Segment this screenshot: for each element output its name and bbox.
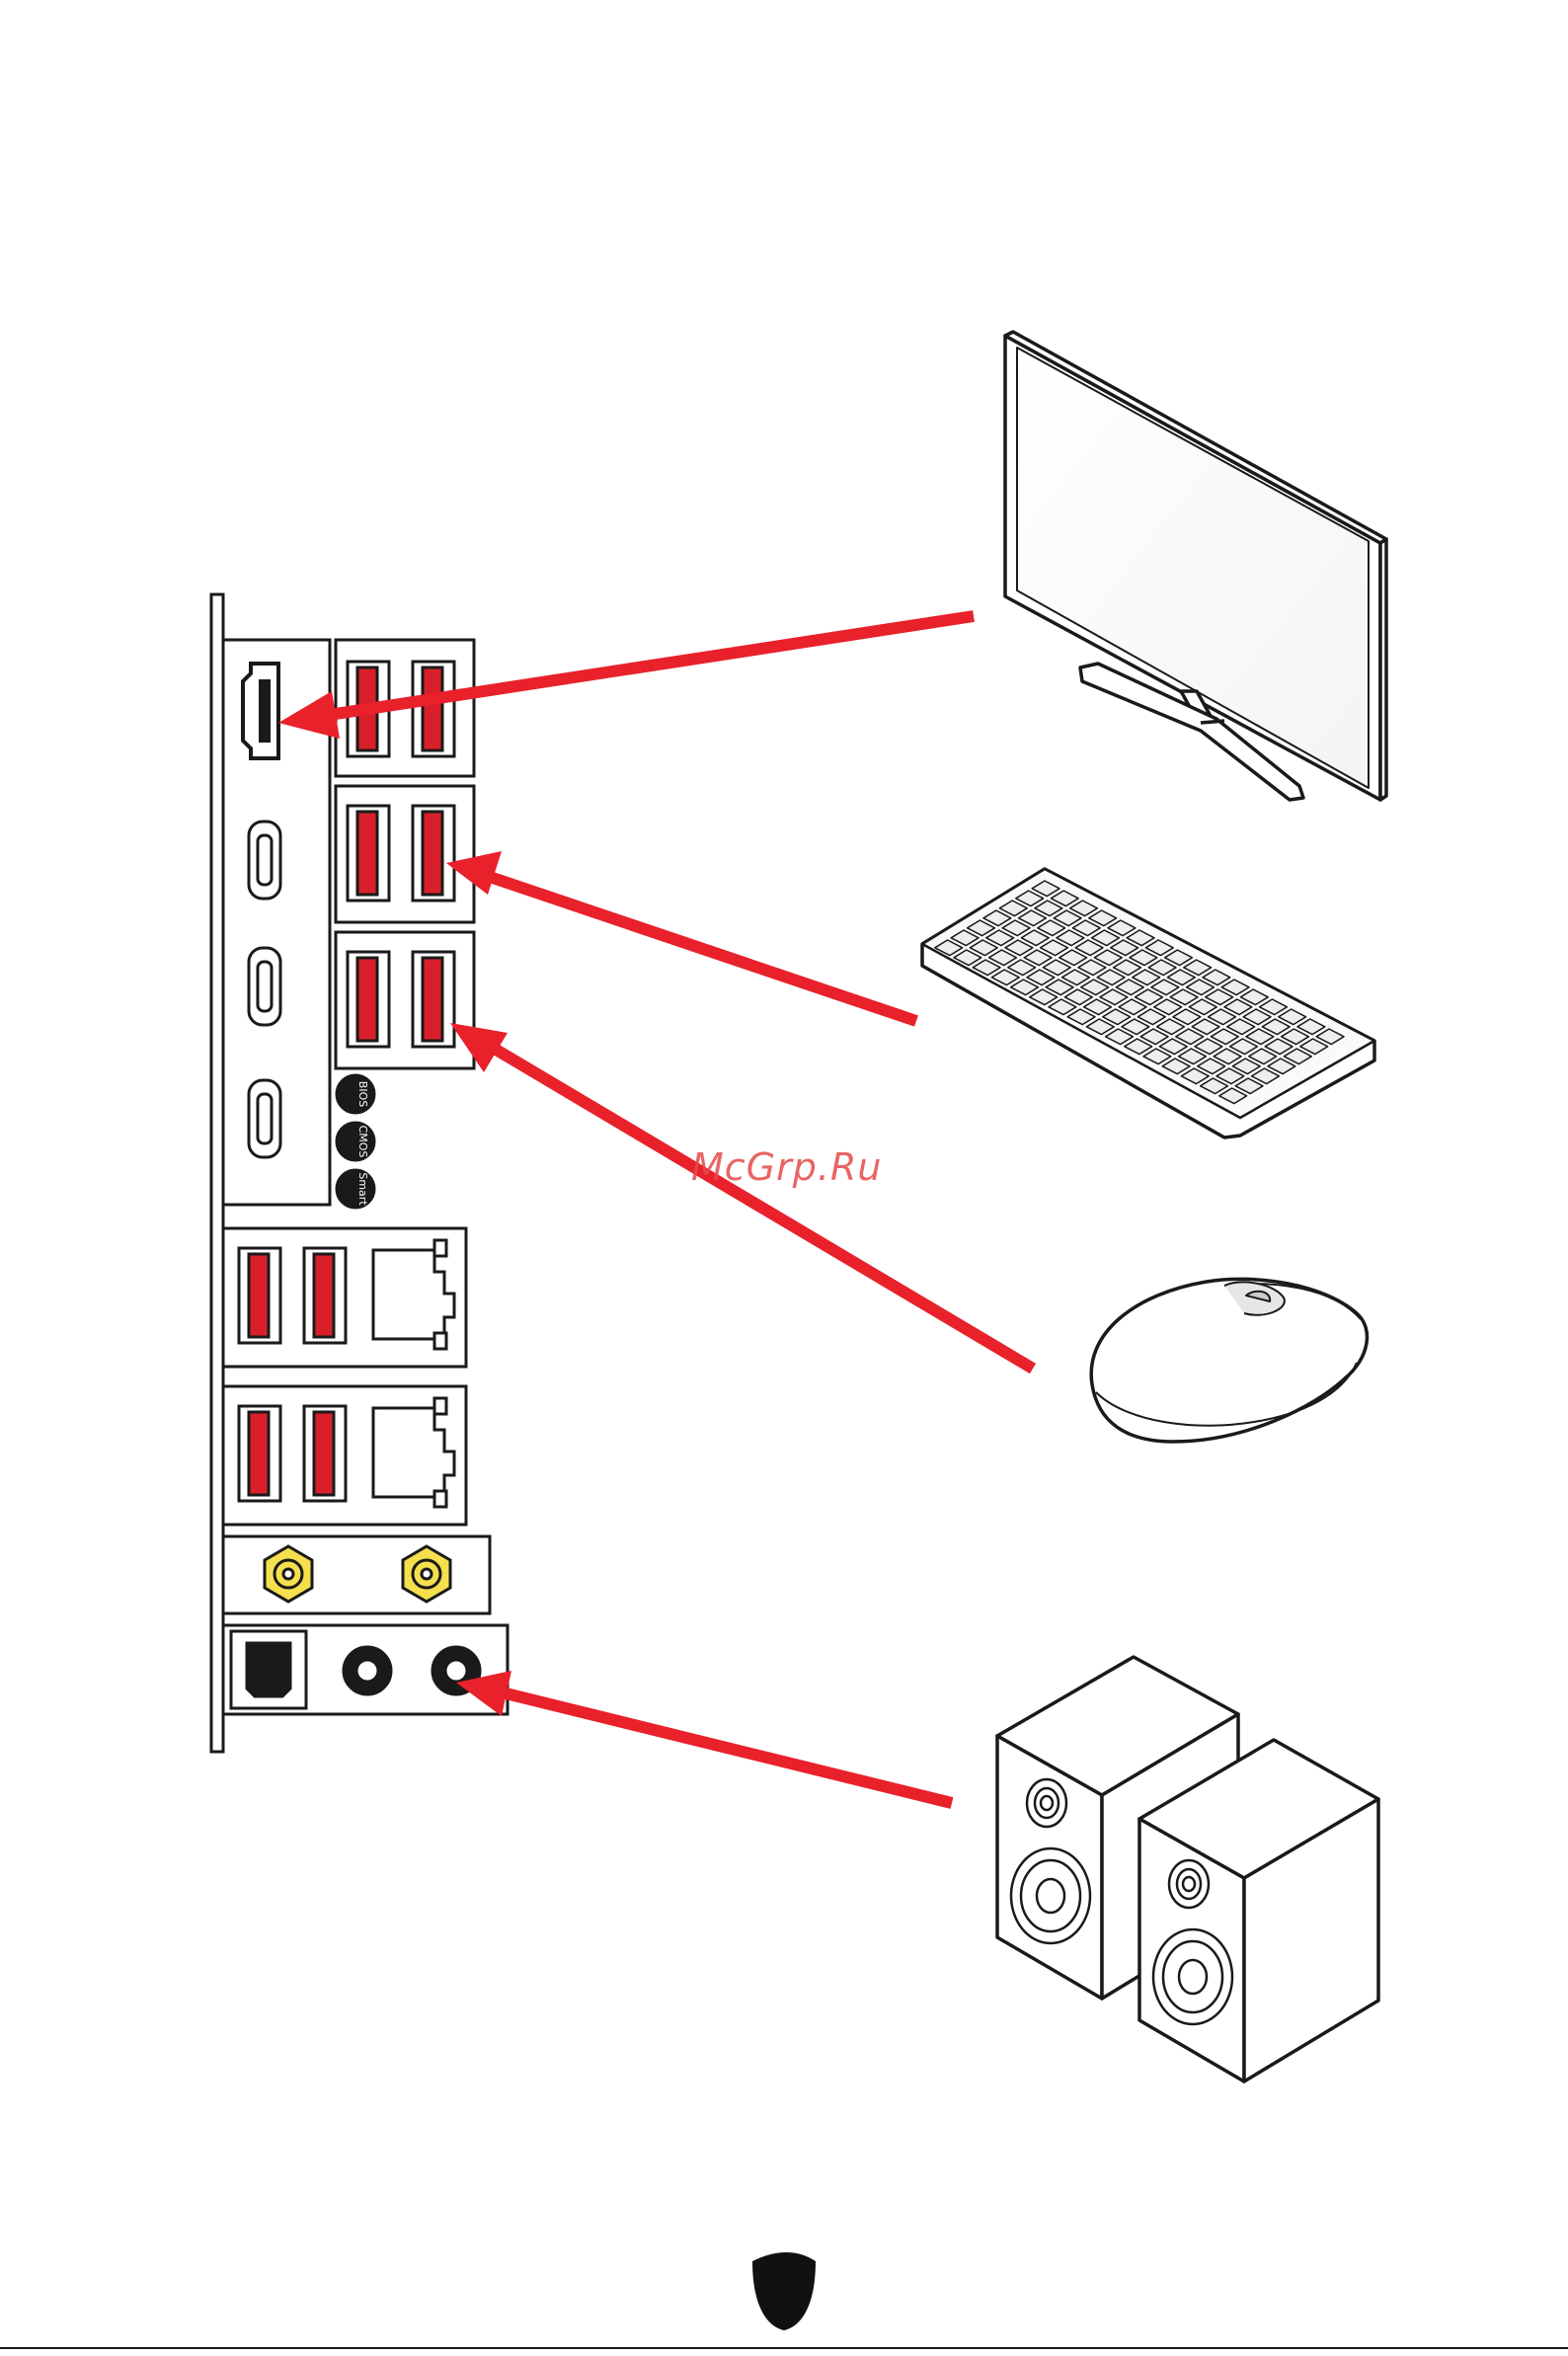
usb-a-stack-3 [336, 932, 474, 1068]
usb-lan-block-2 [223, 1386, 466, 1525]
bios-flash-label: BIOS [356, 1081, 369, 1107]
monitor-icon [1005, 332, 1386, 800]
usb-lan-block-1 [223, 1228, 466, 1367]
watermark-text: McGrp.Ru [691, 1145, 882, 1189]
keyboard-icon [922, 869, 1374, 1138]
usb-a-stack-2 [336, 786, 474, 922]
clear-cmos-label: CMOS [356, 1126, 369, 1158]
mouse-icon [1091, 1279, 1367, 1442]
smart-label: Smart [356, 1172, 369, 1206]
hdmi-port [243, 664, 278, 758]
usb-c-port-3 [249, 1080, 280, 1157]
usb-c-port-2 [249, 948, 280, 1025]
wifi-antenna-block [223, 1536, 490, 1613]
usb-c-port-1 [249, 822, 280, 899]
msi-shield-logo [752, 2252, 816, 2330]
arrow-keyboard-to-usb [446, 851, 916, 1021]
arrow-speakers-to-audio [456, 1671, 952, 1803]
speakers-icon [997, 1657, 1378, 2081]
arrow-mouse-to-usb [450, 1023, 1033, 1369]
audio-block [223, 1625, 508, 1714]
